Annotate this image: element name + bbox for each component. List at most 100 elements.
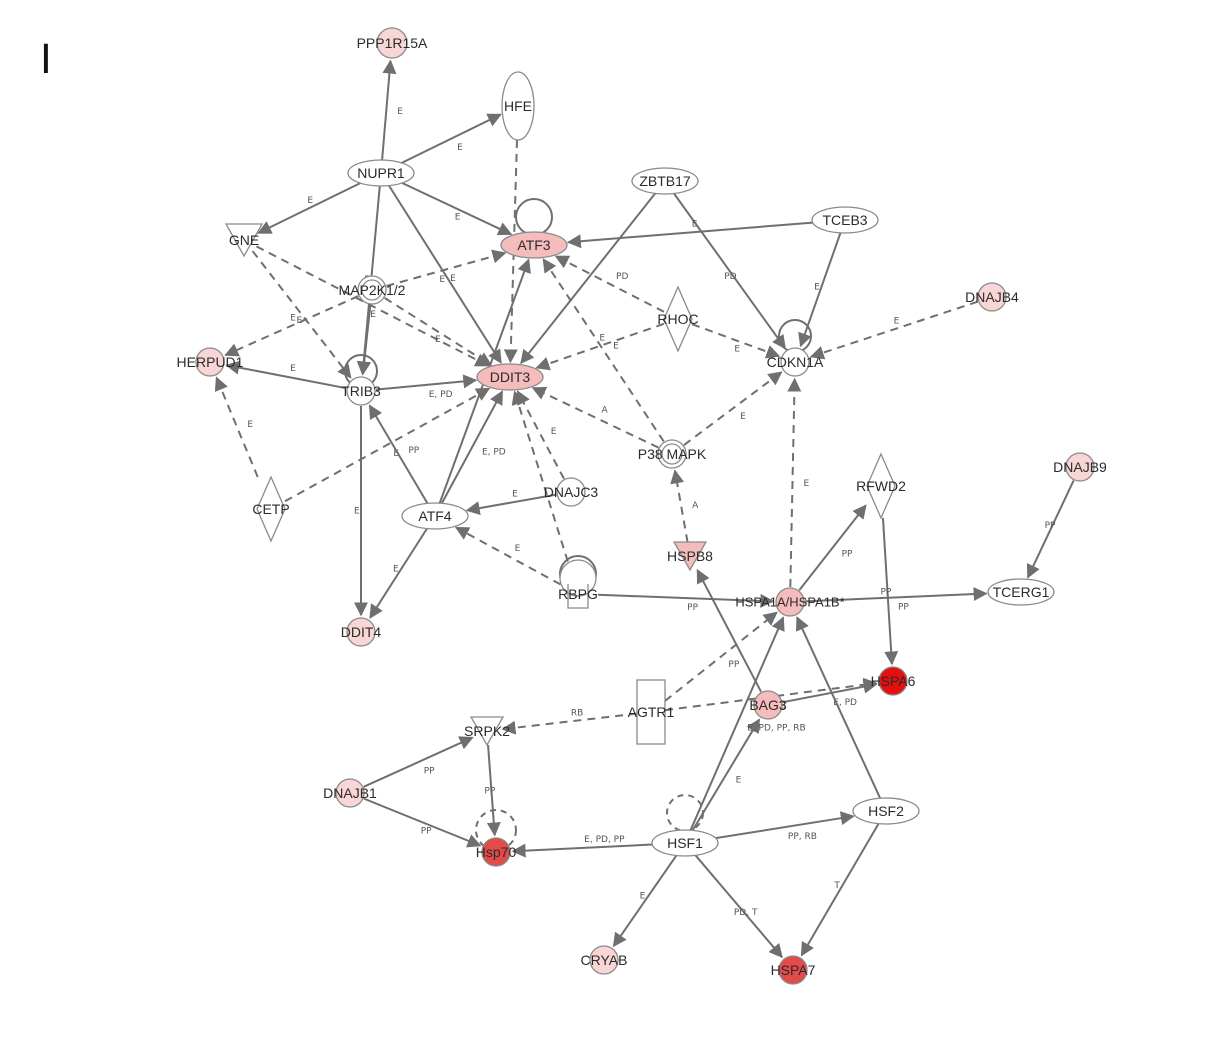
edge-line bbox=[384, 297, 493, 366]
edge-label: E bbox=[393, 449, 399, 459]
node-dnajb1[interactable]: DNAJB1 bbox=[323, 778, 377, 808]
edge-p38-mapk-to-atf3: E bbox=[542, 258, 665, 443]
edge-agtr1-to-hspa1a-hspa1b: PP bbox=[664, 611, 778, 702]
edge-label: PP bbox=[728, 660, 739, 670]
edge-hspb8-to-p38-mapk: A bbox=[670, 469, 699, 543]
edge-line bbox=[251, 250, 352, 379]
node-hspa1a-hspa1b[interactable]: HSPA1A/HSPA1B* bbox=[735, 587, 845, 617]
node-label: DNAJB4 bbox=[965, 289, 1019, 305]
edge-line bbox=[368, 404, 429, 504]
edge-line bbox=[881, 517, 899, 666]
edge-label: PP bbox=[1045, 521, 1056, 531]
edge-line bbox=[554, 255, 665, 313]
edge-line bbox=[511, 843, 653, 858]
node-label: HSPA1A/HSPA1B* bbox=[735, 595, 844, 610]
edge-label: E, PD, PP bbox=[584, 835, 625, 845]
node-hspa6[interactable]: HSPA6 bbox=[871, 666, 916, 696]
edge-hsf1-to-cryab: E bbox=[612, 854, 678, 948]
node-shape bbox=[977, 282, 1007, 312]
edge-label: E bbox=[290, 313, 296, 323]
node-ddit3[interactable]: DDIT3 bbox=[476, 363, 544, 391]
node-dnajb4[interactable]: DNAJB4 bbox=[965, 282, 1019, 312]
edge-dnajb4-to-cdkn1a: E bbox=[809, 300, 979, 360]
node-hspb8[interactable]: HSPB8 bbox=[667, 541, 713, 572]
node-agtr1[interactable]: AGTR1 bbox=[628, 679, 675, 745]
edge-line bbox=[511, 390, 573, 576]
edge-line bbox=[363, 797, 482, 848]
node-label: GNE bbox=[229, 232, 259, 248]
node-ddit4[interactable]: DDIT4 bbox=[341, 617, 382, 647]
edge-dnajc3-to-ddit3: E bbox=[516, 390, 565, 480]
node-cetp[interactable]: CETP bbox=[252, 475, 290, 543]
edge-trib3-to-ddit3: E, PD bbox=[375, 374, 478, 400]
edge-label: E bbox=[455, 213, 461, 223]
node-herpud1[interactable]: HERPUD1 bbox=[177, 347, 244, 377]
node-label: DDIT4 bbox=[341, 624, 382, 640]
edge-map2k1-2-to-atf3: E bbox=[386, 249, 507, 287]
edge-dnajc3-to-atf4: E bbox=[465, 490, 557, 516]
node-hfe[interactable]: HFE bbox=[501, 71, 535, 141]
edge-line bbox=[798, 232, 842, 348]
node-cryab[interactable]: CRYAB bbox=[581, 945, 628, 975]
node-bag3[interactable]: BAG3 bbox=[749, 690, 787, 720]
node-label: CETP bbox=[252, 501, 289, 517]
self-loop-hsf1 bbox=[666, 794, 704, 832]
node-shape bbox=[878, 666, 908, 696]
node-zbtb17[interactable]: ZBTB17 bbox=[631, 167, 699, 195]
edge-label: PD bbox=[616, 272, 628, 282]
edge-line bbox=[401, 113, 502, 164]
edge-line bbox=[401, 182, 513, 236]
node-shape bbox=[866, 452, 896, 520]
node-hsp70[interactable]: Hsp70 bbox=[476, 837, 517, 867]
edge-line bbox=[386, 249, 507, 287]
node-tceb3[interactable]: TCEB3 bbox=[811, 206, 879, 234]
edge-hsf1-to-hspa7: PD, T bbox=[694, 854, 783, 959]
node-tcerg1[interactable]: TCERG1 bbox=[987, 578, 1055, 606]
node-dnajb9[interactable]: DNAJB9 bbox=[1053, 452, 1107, 482]
node-hspa7[interactable]: HSPA7 bbox=[771, 955, 816, 985]
edge-line bbox=[715, 811, 855, 840]
node-shape bbox=[195, 347, 225, 377]
edge-line bbox=[388, 185, 502, 364]
node-rhoc[interactable]: RHOC bbox=[657, 285, 699, 353]
edge-map2k1-2-to-herpud1: E bbox=[224, 295, 359, 357]
node-atf3[interactable]: ATF3 bbox=[500, 231, 568, 259]
node-ppp1r15a[interactable]: PPP1R15A bbox=[357, 27, 428, 59]
node-srpk2[interactable]: SRPK2 bbox=[464, 716, 510, 747]
node-dnajc3[interactable]: DNAJC3 bbox=[544, 477, 599, 507]
node-shape bbox=[556, 477, 586, 507]
node-atf4[interactable]: ATF4 bbox=[401, 502, 469, 530]
edge-line bbox=[1026, 480, 1075, 579]
node-p38-mapk[interactable]: P38 MAPK bbox=[638, 439, 707, 469]
node-shape bbox=[481, 837, 511, 867]
node-label: HSF2 bbox=[868, 803, 904, 819]
edge-label: E bbox=[296, 316, 302, 326]
node-rbpg[interactable]: RBPG bbox=[558, 559, 598, 609]
edge-line bbox=[284, 387, 491, 503]
edge-line bbox=[795, 616, 882, 799]
node-rfwd2[interactable]: RFWD2 bbox=[856, 452, 906, 520]
node-trib3[interactable]: TRIB3 bbox=[341, 376, 381, 406]
node-gne[interactable]: GNE bbox=[224, 223, 264, 258]
edge-label: E bbox=[397, 107, 403, 117]
edge-line bbox=[804, 587, 988, 603]
node-shape bbox=[256, 475, 286, 543]
node-map2k1-2[interactable]: MAP2K1/2 bbox=[339, 275, 406, 305]
node-shape bbox=[376, 27, 408, 59]
node-label: HERPUD1 bbox=[177, 354, 244, 370]
edge-line bbox=[800, 823, 880, 957]
edge-label: E bbox=[740, 412, 746, 422]
node-nupr1[interactable]: NUPR1 bbox=[347, 159, 415, 187]
node-hsf1[interactable]: HSF1 bbox=[651, 829, 719, 857]
node-shape bbox=[346, 376, 376, 406]
node-label: HSPA6 bbox=[871, 673, 916, 689]
node-hsf2[interactable]: HSF2 bbox=[852, 797, 920, 825]
node-cdkn1a[interactable]: CDKN1A bbox=[767, 347, 824, 377]
edge-hspa1a-hspa1b-to-cdkn1a: E bbox=[787, 377, 809, 588]
node-shape bbox=[852, 797, 920, 825]
edge-label: E bbox=[613, 341, 619, 351]
edge-line bbox=[689, 616, 785, 831]
edge-label: E bbox=[354, 507, 360, 517]
node-shape bbox=[987, 578, 1055, 606]
